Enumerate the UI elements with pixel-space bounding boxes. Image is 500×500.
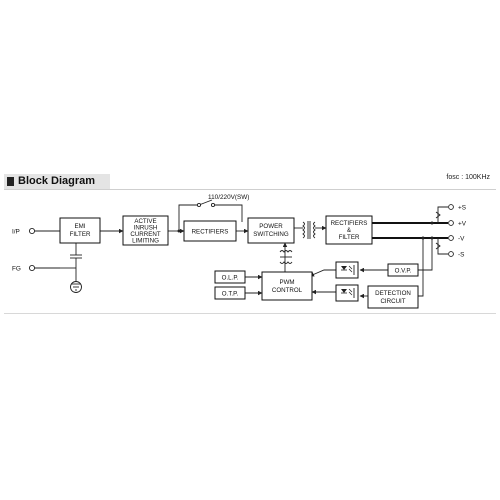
terminal-minus-v bbox=[448, 235, 454, 241]
pwm-line-1: PWM bbox=[279, 279, 294, 286]
inrush-limiting-block: ACTIVE INRUSH CURRENT LIMITING bbox=[122, 215, 169, 246]
terminal-plus-s bbox=[448, 204, 454, 210]
terminal-fg bbox=[28, 264, 36, 272]
inrush-line-4: LIMITING bbox=[132, 238, 159, 245]
output-minus-v-label: -V bbox=[458, 236, 465, 243]
switch-contact-left bbox=[196, 202, 202, 208]
drive-transformer-top bbox=[279, 250, 293, 253]
input-fg-label: FG bbox=[12, 266, 21, 273]
rectifiers-filter-block: RECTIFIERS & FILTER bbox=[325, 215, 373, 245]
optocoupler-top-icon bbox=[335, 261, 359, 279]
terminal-minus-s bbox=[448, 251, 454, 257]
rectifiers-label: RECTIFIERS bbox=[192, 229, 229, 236]
sense-plus-resistor bbox=[435, 211, 441, 219]
olp-block: O.L.P. bbox=[214, 270, 246, 284]
pwm-control-block: PWM CONTROL bbox=[261, 271, 313, 301]
otp-block: O.T.P. bbox=[214, 286, 246, 300]
section-header: Block Diagram bbox=[0, 174, 500, 191]
output-plus-v-label: +V bbox=[458, 221, 467, 228]
emi-filter-block: EMI FILTER bbox=[59, 217, 101, 244]
transformer-secondary bbox=[313, 221, 316, 239]
transformer-primary bbox=[302, 221, 305, 239]
rectifiers-block: RECTIFIERS bbox=[183, 220, 237, 242]
wire-opto-pwm-top bbox=[309, 269, 336, 277]
ovp-label: O.V.P. bbox=[395, 268, 412, 275]
rf-line-2: & bbox=[347, 227, 352, 234]
power-line-2: SWITCHING bbox=[253, 231, 289, 238]
header-divider bbox=[4, 189, 496, 190]
detection-circuit-block: DETECTION CIRCUIT bbox=[367, 285, 419, 309]
optocoupler-bottom-icon bbox=[335, 284, 359, 302]
power-switching-block: POWER SWITCHING bbox=[247, 217, 295, 244]
header-square-icon bbox=[7, 177, 14, 186]
switch-label: 110/220V(SW) bbox=[208, 194, 249, 201]
switch-blade bbox=[198, 199, 213, 206]
bottom-divider bbox=[4, 313, 496, 314]
inrush-line-1: ACTIVE bbox=[134, 218, 156, 225]
wire-out-detect bbox=[418, 238, 424, 297]
emi-line-2: FILTER bbox=[70, 231, 91, 238]
olp-label: O.L.P. bbox=[222, 275, 239, 282]
rf-line-1: RECTIFIERS bbox=[331, 220, 368, 227]
junction-dot bbox=[177, 229, 181, 233]
drive-transformer-bottom bbox=[279, 261, 293, 264]
detection-line-1: DETECTION bbox=[375, 290, 411, 297]
output-minus-s-label: -S bbox=[458, 252, 464, 259]
terminal-ip bbox=[28, 227, 36, 235]
inrush-line-3: CURRENT bbox=[130, 231, 160, 238]
otp-label: O.T.P. bbox=[222, 291, 239, 298]
frequency-label: fosc : 100KHz bbox=[446, 174, 490, 181]
power-line-1: POWER bbox=[259, 223, 283, 230]
switch-contact-right bbox=[210, 202, 216, 208]
sense-minus-resistor bbox=[435, 242, 441, 250]
wire-out-ovp bbox=[418, 238, 433, 271]
wire-switch-left bbox=[178, 204, 199, 231]
detection-line-2: CIRCUIT bbox=[380, 298, 405, 305]
wire-sense-minus bbox=[437, 238, 448, 255]
rf-line-3: FILTER bbox=[339, 234, 360, 241]
output-plus-s-label: +S bbox=[458, 205, 466, 212]
inrush-line-2: INRUSH bbox=[134, 225, 158, 232]
junction-dot bbox=[430, 221, 434, 225]
section-header-background bbox=[4, 174, 110, 189]
terminal-plus-v bbox=[448, 220, 454, 226]
section-title: Block Diagram bbox=[18, 175, 96, 187]
ovp-block: O.V.P. bbox=[387, 263, 419, 277]
wire-sense-plus bbox=[437, 206, 448, 223]
input-ip-label: I/P bbox=[12, 229, 20, 236]
wire-switch-right bbox=[213, 204, 243, 222]
pwm-line-2: CONTROL bbox=[272, 287, 303, 294]
emi-line-1: EMI bbox=[74, 223, 85, 230]
